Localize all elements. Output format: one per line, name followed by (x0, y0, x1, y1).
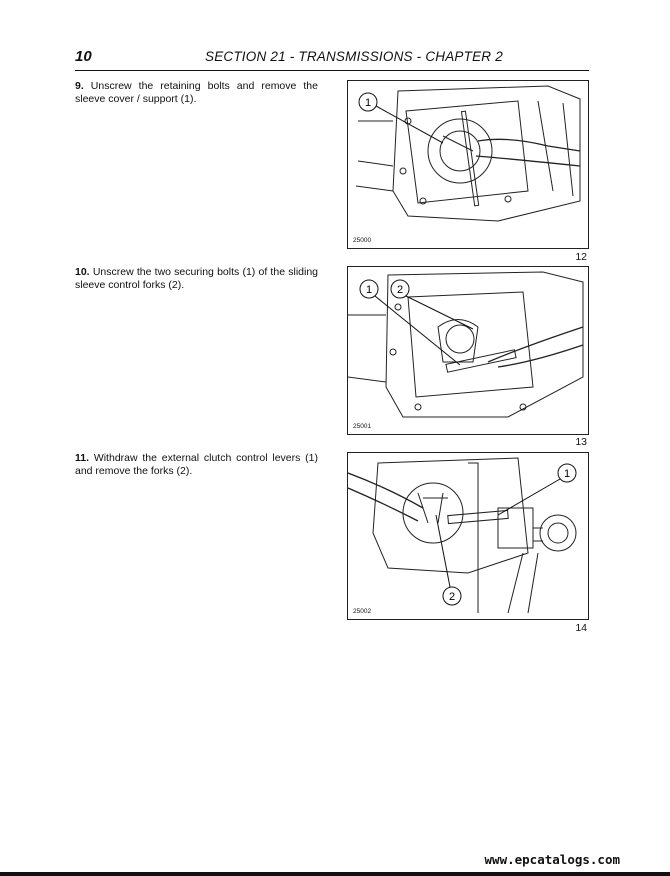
figure-code: 25000 (353, 237, 372, 244)
step-text: Unscrew the two securing bolts (1) of th… (75, 266, 318, 291)
bottom-rule (0, 872, 670, 876)
figure-number: 12 (575, 251, 587, 263)
transmission-illustration: 1 2 (348, 271, 584, 418)
figure-14-illustration: 1 2 25002 (347, 452, 589, 620)
page-header: 10 SECTION 21 - TRANSMISSIONS - CHAPTER … (75, 48, 589, 71)
step-number: 9. (75, 80, 84, 92)
step-number: 11. (75, 452, 90, 464)
step-text: Unscrew the retaining bolts and remove t… (75, 80, 318, 105)
transmission-illustration: 1 2 (348, 457, 577, 614)
section-title: SECTION 21 - TRANSMISSIONS - CHAPTER 2 (205, 49, 503, 64)
figure-13-illustration: 1 2 25001 (347, 266, 589, 435)
callout-marker (442, 586, 462, 606)
step-text: Withdraw the external clutch control lev… (75, 452, 318, 477)
callout-label: 1 (366, 284, 372, 296)
watermark: www.epcatalogs.com (484, 852, 620, 867)
callout-label: 1 (564, 468, 570, 480)
step-11: 11. Withdraw the external clutch control… (75, 452, 318, 478)
step-number: 10. (75, 266, 90, 278)
figure-code: 25002 (353, 608, 372, 615)
callout-marker (358, 92, 378, 112)
figure-number: 14 (575, 622, 587, 634)
step-9: 9. Unscrew the retaining bolts and remov… (75, 80, 318, 106)
transmission-illustration: 1 (355, 85, 581, 222)
callout-label: 1 (365, 97, 371, 109)
callout-label: 2 (449, 591, 455, 603)
page-number: 10 (75, 48, 92, 65)
figure-12-illustration: 1 25000 (347, 80, 589, 249)
callout-marker (390, 279, 410, 299)
figure-number: 13 (575, 436, 587, 448)
callout-marker (359, 279, 379, 299)
callout-marker (557, 463, 577, 483)
figure-code: 25001 (353, 423, 372, 430)
callout-label: 2 (397, 284, 403, 296)
step-10: 10. Unscrew the two securing bolts (1) o… (75, 266, 318, 292)
